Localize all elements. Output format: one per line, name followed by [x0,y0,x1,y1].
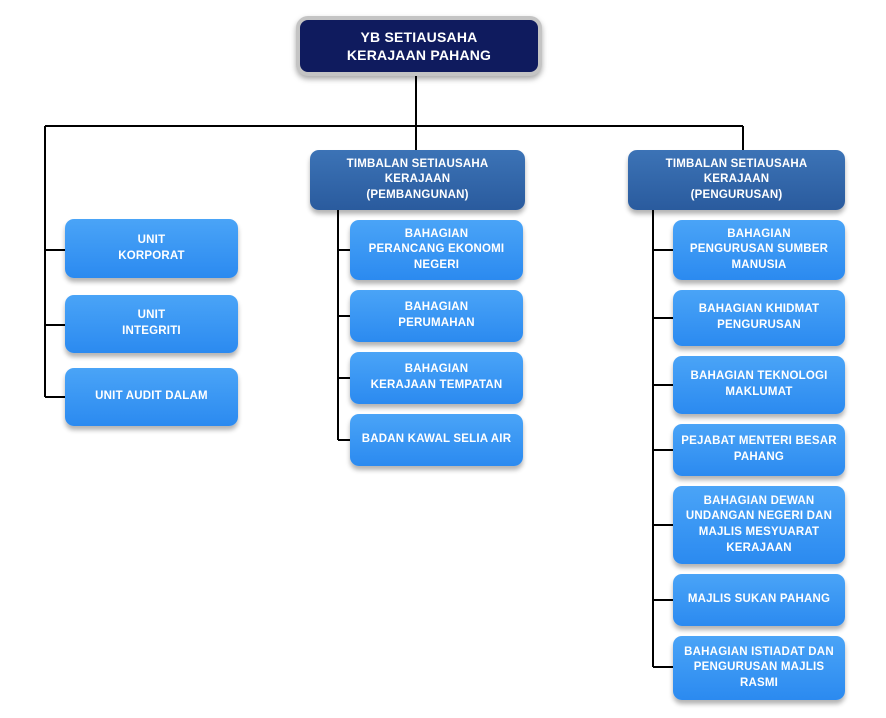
pejabat-menteri-besar-box: PEJABAT MENTERI BESAR PAHANG [673,424,845,476]
bahagian-teknologi-maklumat-box: BAHAGIAN TEKNOLOGI MAKLUMAT [673,356,845,414]
unit-korporat-box: UNIT KORPORAT [65,219,238,278]
bahagian-dewan-undangan-box: BAHAGIAN DEWAN UNDANGAN NEGERI DAN MAJLI… [673,486,845,564]
unit-audit-dalam-box: UNIT AUDIT DALAM [65,368,238,426]
unit-integriti-box: UNIT INTEGRITI [65,295,238,353]
majlis-sukan-pahang-box: MAJLIS SUKAN PAHANG [673,574,845,626]
timbalan-pembangunan-box: TIMBALAN SETIAUSAHA KERAJAAN (PEMBANGUNA… [310,150,525,210]
timbalan-pengurusan-box: TIMBALAN SETIAUSAHA KERAJAAN (PENGURUSAN… [628,150,845,210]
bahagian-perancang-ekonomi-box: BAHAGIAN PERANCANG EKONOMI NEGERI [350,220,523,280]
badan-kawal-selia-air-box: BADAN KAWAL SELIA AIR [350,414,523,466]
bahagian-khidmat-pengurusan-box: BAHAGIAN KHIDMAT PENGURUSAN [673,290,845,346]
bahagian-kerajaan-tempatan-box: BAHAGIAN KERAJAAN TEMPATAN [350,352,523,404]
bahagian-perumahan-box: BAHAGIAN PERUMAHAN [350,290,523,342]
root-box: YB SETIAUSAHA KERAJAAN PAHANG [296,16,542,76]
bahagian-sumber-manusia-box: BAHAGIAN PENGURUSAN SUMBER MANUSIA [673,220,845,280]
bahagian-istiadat-box: BAHAGIAN ISTIADAT DAN PENGURUSAN MAJLIS … [673,636,845,700]
